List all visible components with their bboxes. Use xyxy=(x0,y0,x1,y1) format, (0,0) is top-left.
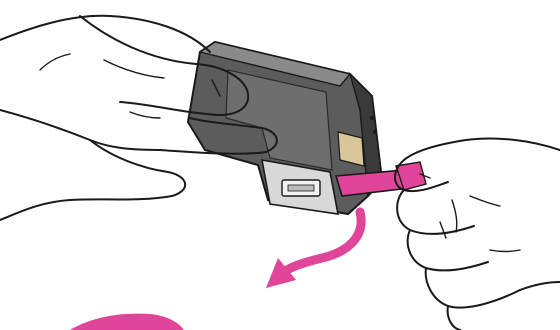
arrow-shaft xyxy=(284,212,361,272)
cartridge-vent-2 xyxy=(373,130,377,134)
curved-arrow-icon xyxy=(266,212,361,288)
cartridge-contacts xyxy=(338,132,364,166)
bottom-circle-marker xyxy=(70,314,184,330)
cartridge-nozzle-slot xyxy=(288,185,314,191)
cartridge-vent-1 xyxy=(370,116,374,120)
arrow-head xyxy=(266,258,296,288)
